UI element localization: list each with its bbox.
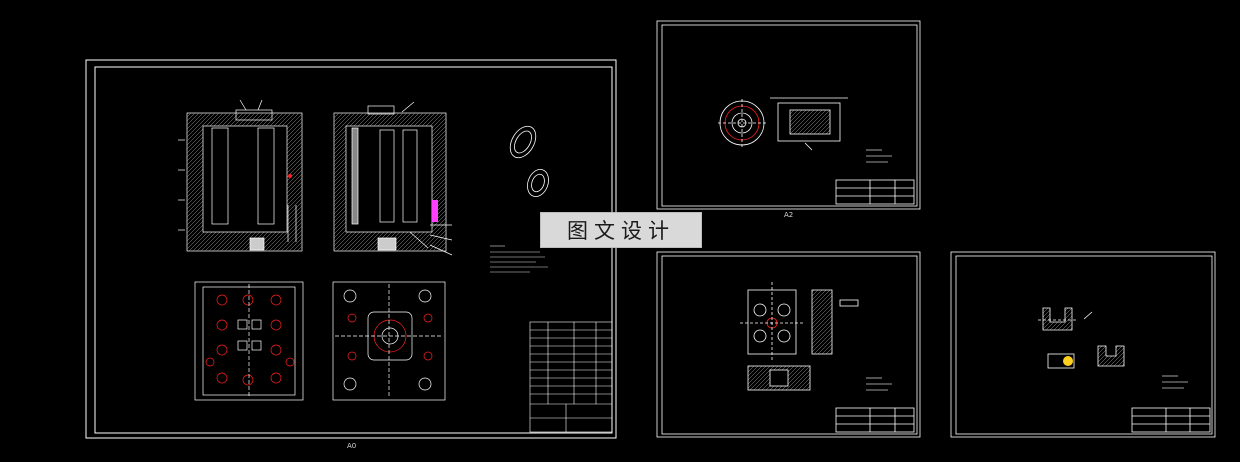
sheet-a0-label: A0 [347,442,356,450]
side-section-view [333,101,453,256]
moving-plate-plan-view [194,281,304,401]
technical-notes [490,245,548,273]
watermark-text: 图文设计 [567,219,675,243]
sheet-part-2[interactable] [656,251,921,438]
watermark-badge: 图文设计 [540,212,702,248]
sheet-a2-label: A2 [784,211,793,219]
part-isometric-sketch [509,125,549,197]
fixed-plate-plan-view [332,281,446,401]
sheet-part-3[interactable] [950,251,1216,438]
front-section-view [178,99,303,252]
sheet-a0[interactable]: A0 [85,59,617,450]
sheet-a2[interactable] [656,20,921,210]
parts-list-title-block [529,321,613,433]
